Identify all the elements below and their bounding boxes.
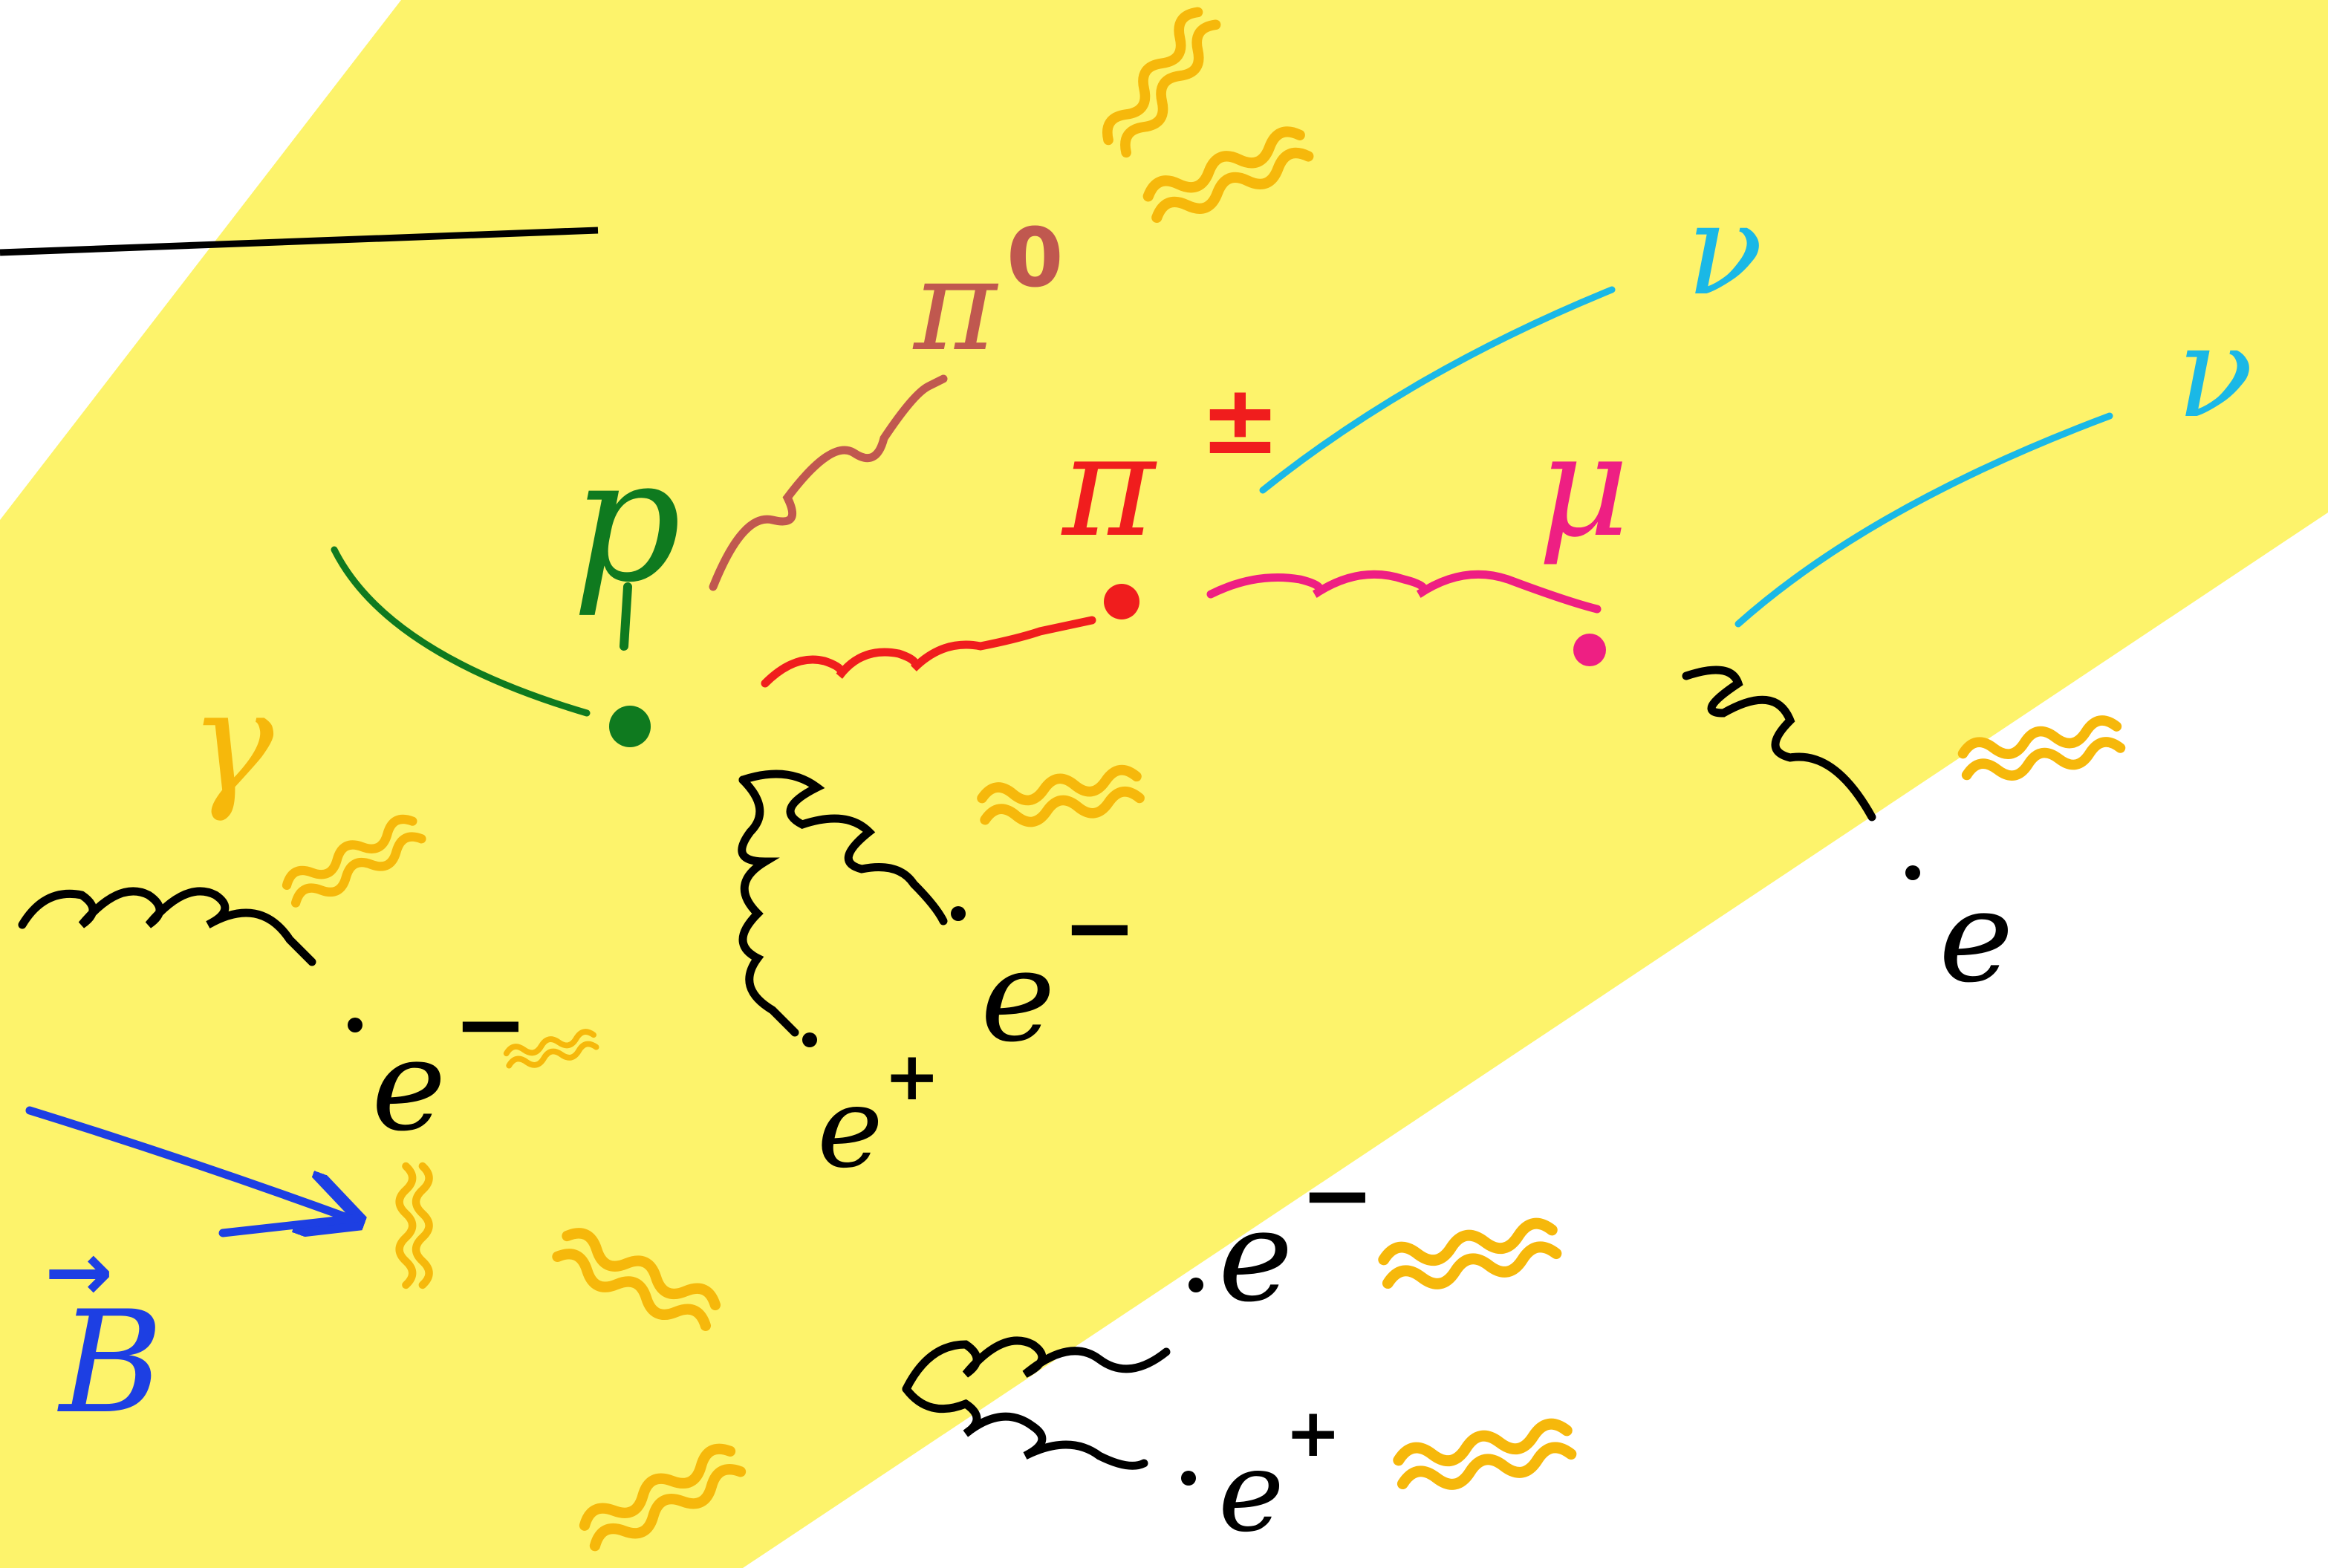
magnetic-field-arrow [25, 1106, 349, 1218]
gamma-label: γ [189, 660, 274, 824]
pair-1-electron-track [738, 770, 948, 925]
neutrino-2-label: ν [2176, 299, 2253, 446]
muon-track [1206, 570, 1602, 614]
muon-label: μ [1538, 404, 1629, 568]
electron-1-track [18, 887, 316, 966]
proton-label-stroke [620, 582, 632, 651]
pair-1-positron-track [738, 775, 799, 1037]
electron-muon-decay-label: e [1939, 864, 2014, 1011]
pion-charged-vertex [1104, 584, 1139, 619]
pion-charged-label: π [1061, 404, 1157, 568]
pair-1-electron-dot [951, 906, 966, 921]
muon-vertex [1573, 634, 1606, 666]
electron-3-charge: − [1300, 1144, 1375, 1247]
electron-1-label: e [371, 1012, 446, 1159]
pion-neutral-track [709, 374, 948, 591]
electron-muon-decay-track [1682, 666, 1876, 822]
pair-2-positron-track [902, 1385, 1148, 1470]
electron-3-label: e [1218, 1183, 1293, 1330]
pair-1-positron-dot [802, 1032, 817, 1047]
positron-1-charge: + [884, 1038, 940, 1116]
pion-charged-track [761, 616, 1096, 688]
pion-neutral-label: π [912, 232, 999, 380]
electron-muon-decay-dot [1905, 865, 1920, 880]
pion-charged-charge: ± [1200, 363, 1281, 476]
horizontal-line [0, 227, 599, 256]
pair-2-electron-dot [1189, 1278, 1203, 1292]
neutrino-1-track [1259, 286, 1616, 494]
pion-neutral-charge: 0 [1007, 210, 1064, 305]
electron-1-charge: − [453, 973, 528, 1076]
positron-2-label: e [1218, 1428, 1284, 1557]
proton-vertex [609, 706, 651, 747]
pair-2-electron-track [902, 1336, 1171, 1393]
electron-2-label: e [981, 923, 1056, 1070]
electron-2-charge: − [1062, 876, 1137, 980]
magnetic-field-label: B [57, 1281, 163, 1445]
neutrino-2-track [1734, 412, 2113, 628]
electron-1-dot [348, 1018, 362, 1032]
positron-2-charge: + [1285, 1394, 1341, 1472]
pair-2-positron-dot [1181, 1471, 1196, 1486]
magnetic-field-arrow-tail [218, 1214, 361, 1237]
proton-track [331, 546, 591, 717]
neutrino-1-label: ν [1686, 177, 1763, 324]
magnetic-field-arrow-symbol: → [45, 1224, 113, 1319]
positron-1-label: e [817, 1064, 883, 1193]
